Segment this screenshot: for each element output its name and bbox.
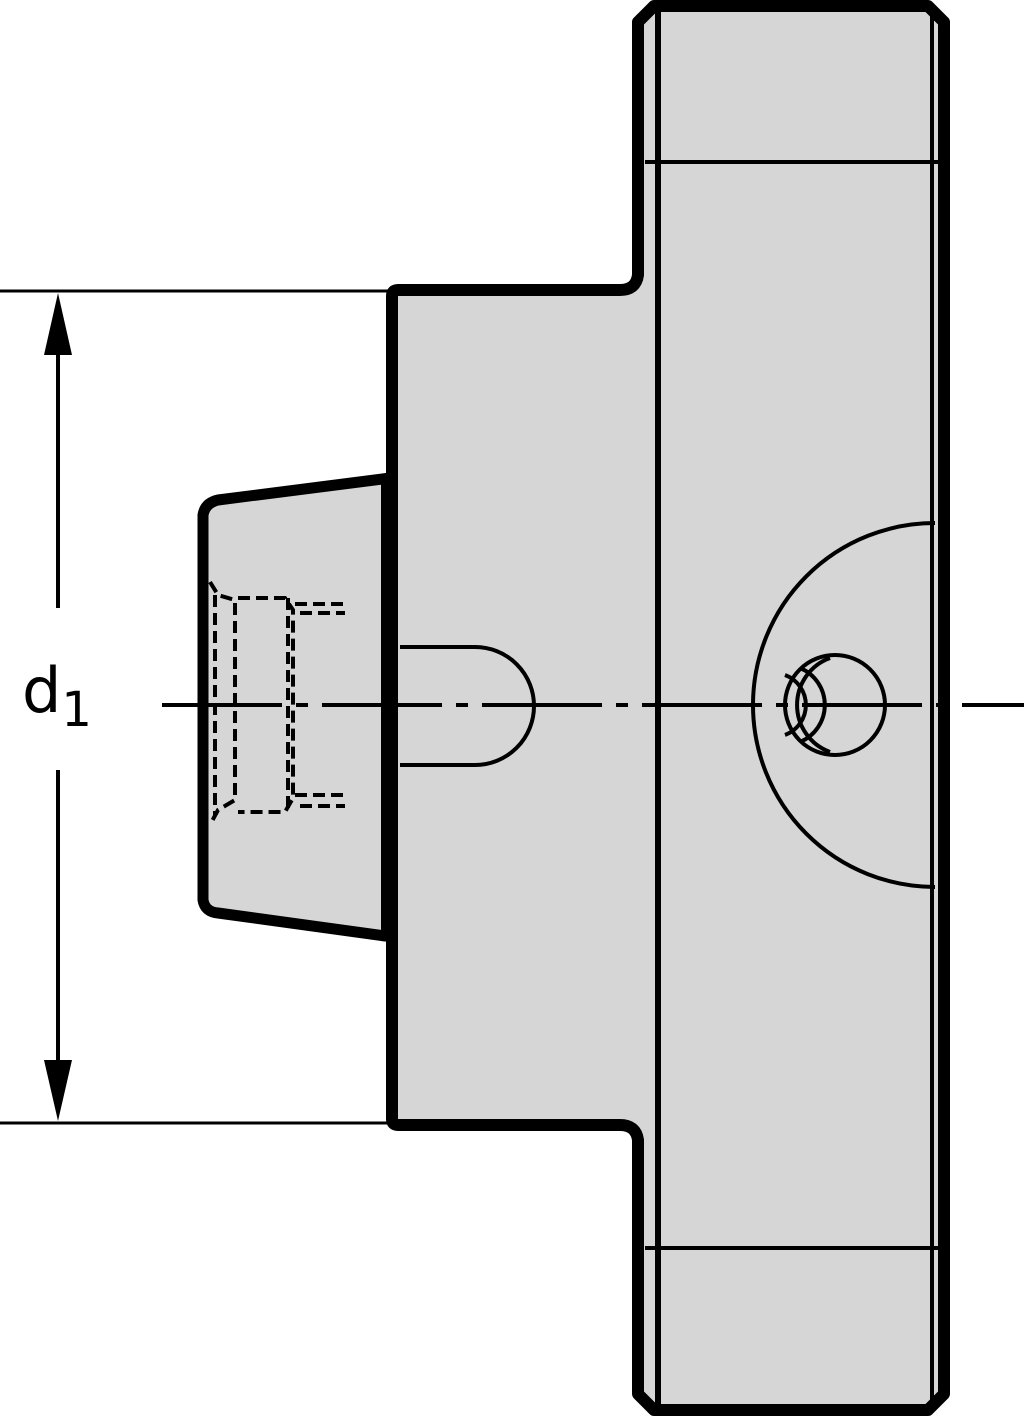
dimension-subscript: 1	[61, 682, 92, 738]
flange-body	[386, 0, 950, 1416]
arrow-up-icon	[44, 293, 72, 355]
arrow-down-icon	[44, 1060, 72, 1121]
screw-hole-arc-1	[795, 656, 831, 754]
dimension-label-d1: d1	[22, 660, 92, 735]
dimension-symbol: d	[22, 654, 62, 727]
hidden-lines	[208, 580, 345, 826]
